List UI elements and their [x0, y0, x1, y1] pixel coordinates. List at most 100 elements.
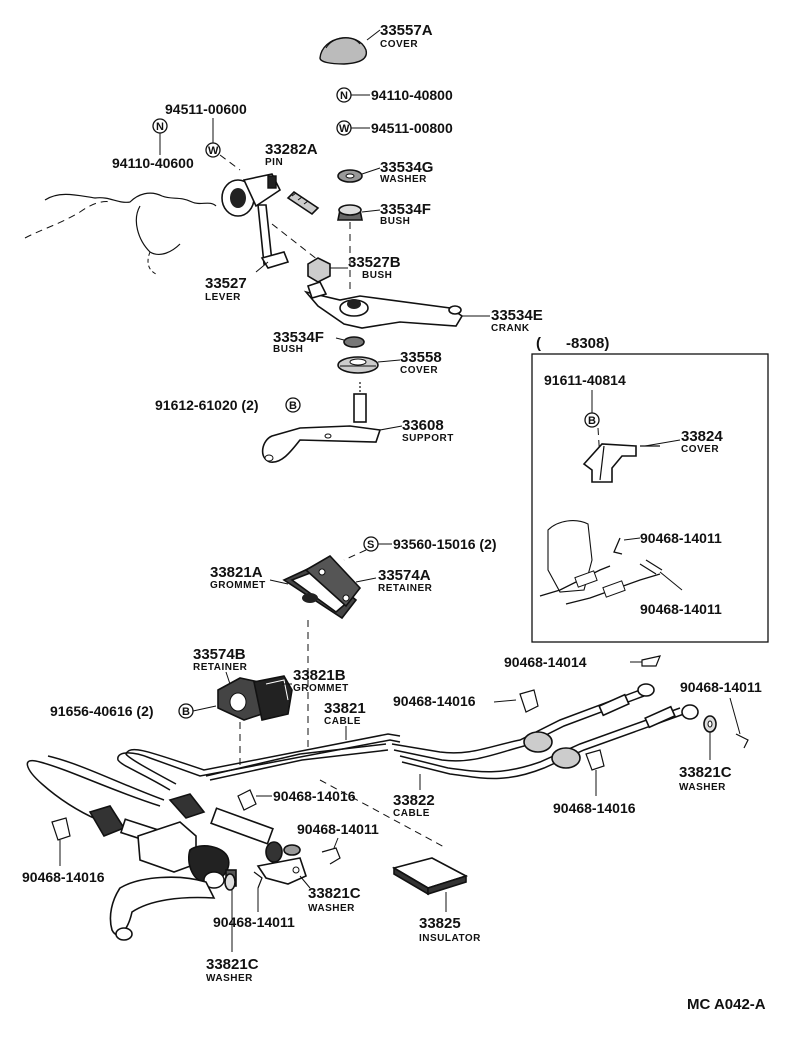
clip-14011-low-part	[253, 871, 263, 889]
cable-right-ends	[523, 683, 699, 769]
inset-cover-part	[582, 443, 660, 483]
cable-822-name: CABLE	[393, 808, 430, 819]
clip-14016-mid-part-number: 90468-14016	[273, 788, 356, 804]
crank-part	[303, 281, 464, 329]
clip-14011-mid-part-number: 90468-14011	[297, 821, 379, 837]
washer-c-mid-part-number: 33821C	[308, 885, 361, 902]
inset-clip-1-part-number: 90468-14011	[640, 530, 722, 546]
cable-821-name: CABLE	[324, 716, 361, 727]
cover-558-name: COVER	[400, 365, 438, 376]
bolt-symbol-inset: B	[584, 412, 600, 428]
bush-f-top-part-number: 33534F	[380, 201, 431, 218]
clip-14016-left-part-number: 90468-14016	[22, 869, 105, 885]
washer-c-mid-name: WASHER	[308, 903, 355, 914]
clip-14016-top-part	[519, 689, 539, 713]
inset-mount-sketch	[539, 520, 663, 605]
nut-symbol-top: N	[336, 87, 352, 103]
inset-clip-2-part-number: 90468-14011	[640, 601, 722, 617]
washer-33534g-part	[337, 169, 363, 183]
grommet-retainer-b-part	[217, 675, 293, 721]
inset-bolt-part-number: 91611-40814	[544, 372, 626, 388]
inset-cover-name: COVER	[681, 444, 719, 455]
retainer-a-part-number: 33574A	[378, 567, 431, 584]
cover-33558-part	[337, 356, 379, 374]
clip-14016-right-part	[585, 749, 605, 771]
nut-top-part-number: 94110-40800	[371, 87, 453, 103]
cover-cap-part-number: 33557A	[380, 22, 433, 39]
screw-symbol: S	[363, 536, 379, 552]
cover-cap-name: COVER	[380, 39, 418, 50]
svg-text:B: B	[289, 400, 297, 412]
bolt-b2-part-number: 91656-40616 (2)	[50, 703, 154, 719]
clip-14016-top-part-number: 90468-14016	[393, 693, 476, 709]
clip-14016-left-part	[51, 817, 71, 841]
cable-33821	[26, 733, 401, 821]
bush-33534f-top-part	[337, 204, 363, 221]
washer-c-low-name: WASHER	[206, 973, 253, 984]
clip-14016-mid-part	[237, 789, 257, 811]
clip-14016-right-part-number: 90468-14016	[553, 800, 636, 816]
lever-part	[221, 173, 290, 269]
bush-b-name: BUSH	[362, 270, 392, 281]
bolt-support-part-number: 91612-61020 (2)	[155, 397, 259, 413]
insulator-part-number: 33825	[419, 915, 461, 932]
inset-range-text: ( -8308)	[536, 335, 609, 352]
support-part	[261, 382, 382, 463]
screw-part-number: 93560-15016 (2)	[393, 536, 497, 552]
lever-name: LEVER	[205, 292, 241, 303]
svg-text:N: N	[156, 121, 164, 133]
bush-b-part-number: 33527B	[348, 254, 401, 271]
pin-part	[286, 190, 320, 216]
washer-c-right-part-number: 33821C	[679, 764, 732, 781]
crank-name: CRANK	[491, 323, 530, 334]
insulator-name: INSULATOR	[419, 933, 481, 944]
support-part-number: 33608	[402, 417, 444, 434]
washer-symbol-left: W	[205, 142, 221, 158]
clip-14014-part	[641, 655, 661, 667]
retainer-a-name: RETAINER	[378, 583, 433, 594]
clip-14011-right-part	[735, 733, 749, 749]
washer-c-right-part	[703, 715, 717, 733]
insulator-part	[391, 857, 469, 896]
svg-text:S: S	[367, 539, 374, 551]
cover-cap-part	[319, 37, 368, 65]
cable-822-part-number: 33822	[393, 792, 435, 809]
crank-part-number: 33534E	[491, 307, 543, 324]
nut-symbol-left: N	[152, 118, 168, 134]
washer-symbol-top: W	[336, 120, 352, 136]
diagram-code: MC A042-A	[687, 996, 766, 1013]
washer-top-part-number: 94511-00800	[371, 120, 453, 136]
clip-14014-part-number: 90468-14014	[504, 654, 587, 670]
grommet-a-name: GROMMET	[210, 580, 266, 591]
washer-c-right-name: WASHER	[679, 782, 726, 793]
bolt-symbol-b2: B	[178, 703, 194, 719]
svg-text:N: N	[340, 90, 348, 102]
bush-f-mid-name: BUSH	[273, 344, 303, 355]
clip-14011-low-part-number: 90468-14011	[213, 914, 295, 930]
svg-text:W: W	[208, 145, 219, 157]
bush-33527b-part	[307, 257, 331, 283]
washer-c-low-part	[224, 873, 236, 891]
svg-text:B: B	[182, 706, 190, 718]
pin-name: PIN	[265, 157, 283, 168]
grommet-retainer-a-part	[282, 554, 362, 620]
washer-g-part-number: 33534G	[380, 159, 433, 176]
lever-part-number: 33527	[205, 275, 247, 292]
inset-cover-part-number: 33824	[681, 428, 723, 445]
pin-part-number: 33282A	[265, 141, 318, 158]
bolt-symbol-support: B	[285, 397, 301, 413]
washer-c-low-part-number: 33821C	[206, 956, 259, 973]
bush-33534f-mid-part	[343, 336, 365, 348]
washer-g-name: WASHER	[380, 174, 427, 185]
bush-f-mid-part-number: 33534F	[273, 329, 324, 346]
retainer-b-name: RETAINER	[193, 662, 248, 673]
inset-box	[531, 353, 769, 643]
clip-14011-right-part-number: 90468-14011	[680, 679, 762, 695]
svg-text:W: W	[339, 123, 350, 135]
support-name: SUPPORT	[402, 433, 454, 444]
nut-left-part-number: 94110-40600	[112, 155, 194, 171]
bush-f-top-name: BUSH	[380, 216, 410, 227]
washer-left-part-number: 94511-00600	[165, 101, 247, 117]
grommet-b-name: GROMMET	[293, 683, 349, 694]
